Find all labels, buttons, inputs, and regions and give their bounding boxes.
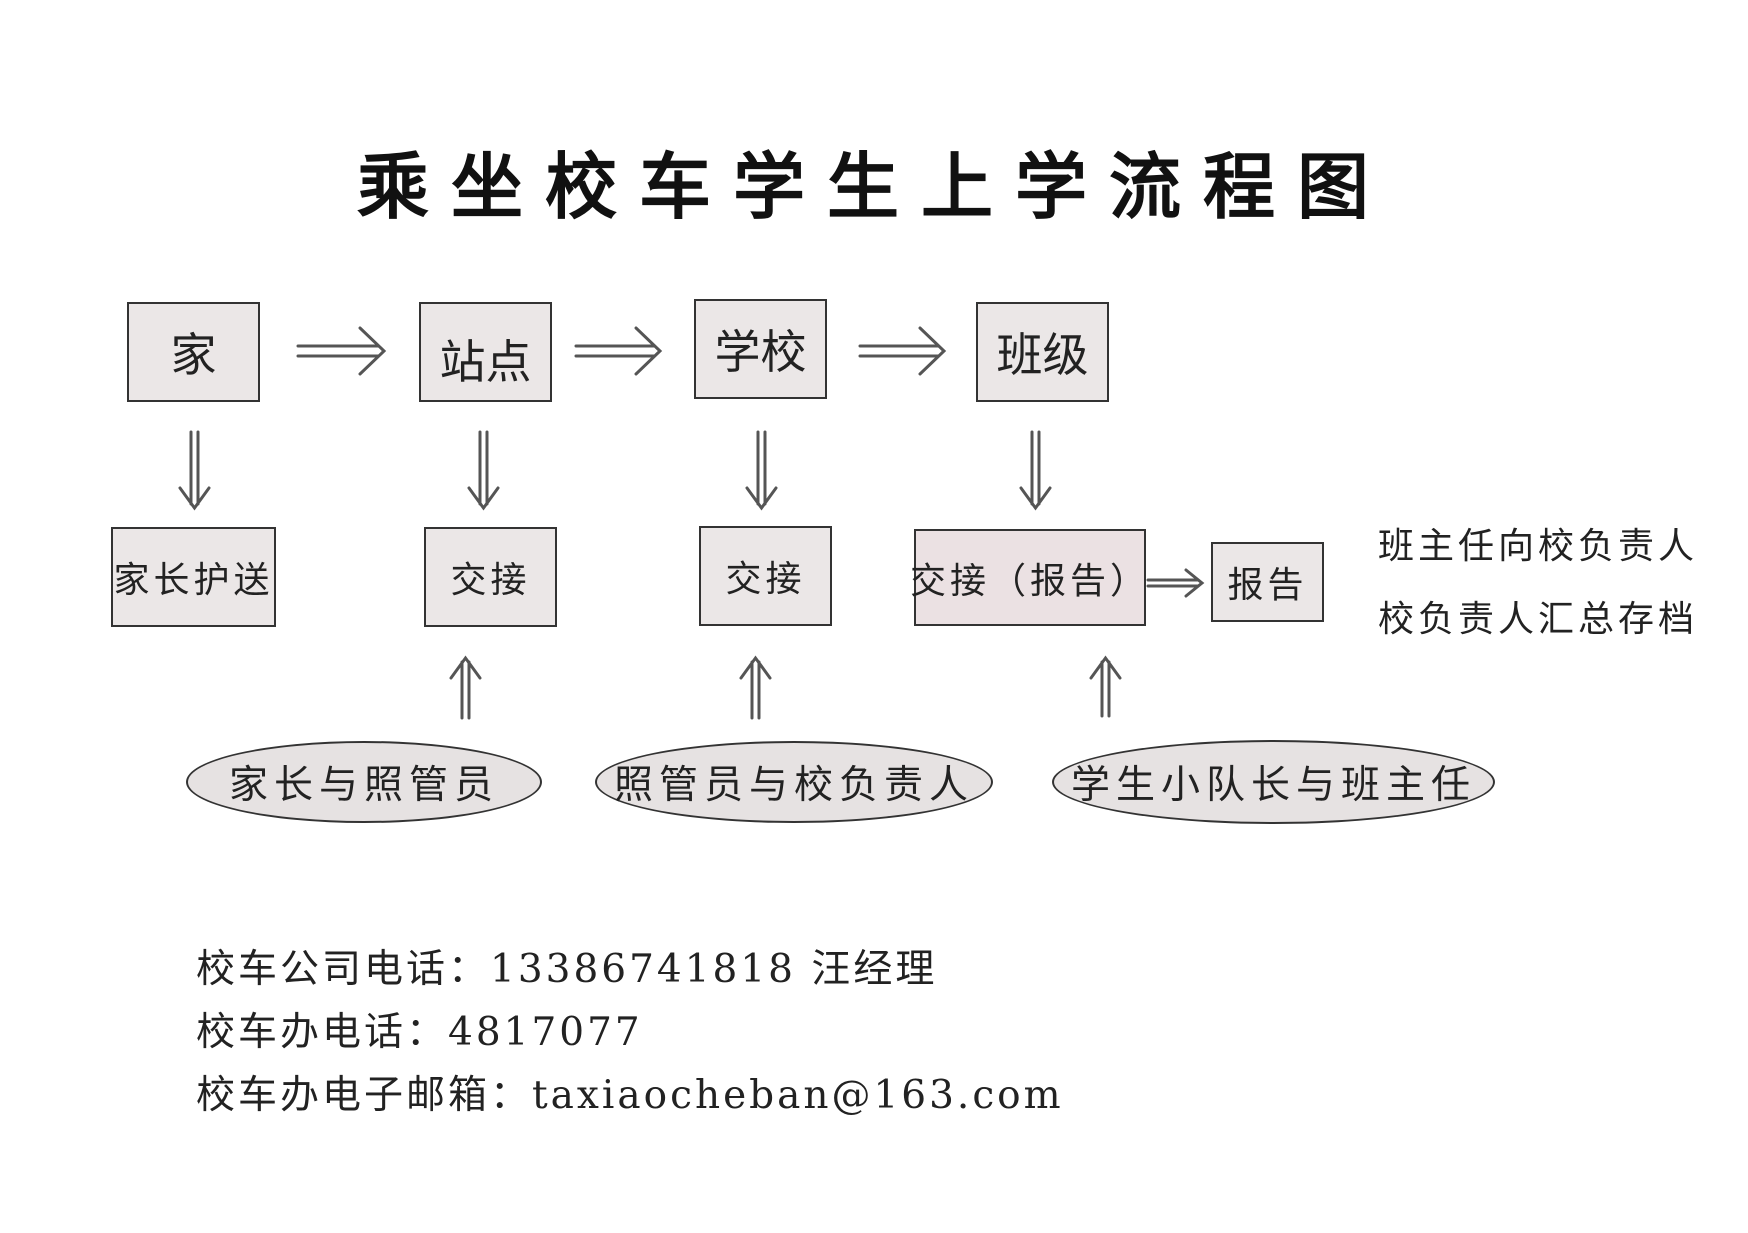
side-note-1: 班主任向校负责人 <box>1378 526 1699 567</box>
oval-student-leader-teacher: 学生小队长与班主任 <box>1052 740 1495 824</box>
contact-office-phone: 校车办电话：4817077 <box>196 1010 643 1055</box>
node-parent-escort: 家长护送 <box>111 527 276 627</box>
arrow-oval3-up <box>1089 655 1122 718</box>
node-report: 报告 <box>1211 542 1324 622</box>
arrow-oval2-up <box>739 655 772 720</box>
arrow-class-down <box>1019 430 1052 511</box>
arrow-stop-down <box>467 430 500 511</box>
arrow-school-down <box>745 430 778 511</box>
node-class: 班级 <box>976 302 1109 402</box>
arrow-stop-to-school <box>574 326 663 376</box>
page-title: 乘坐校车学生上学流程图 <box>356 144 1391 229</box>
contact-office-email: 校车办电子邮箱：taxiaocheban@163.com <box>196 1073 1064 1118</box>
node-handover-school: 交接 <box>699 526 832 626</box>
contact-company-phone: 校车公司电话：13386741818 汪经理 <box>196 947 938 992</box>
oval-caretaker-school-lead: 照管员与校负责人 <box>595 741 993 823</box>
node-bus-stop: 站点 <box>419 302 552 402</box>
node-home: 家 <box>127 302 260 402</box>
node-handover-report: 交接（报告） <box>910 529 1146 626</box>
oval-parent-caretaker: 家长与照管员 <box>186 741 542 823</box>
node-handover-stop: 交接 <box>424 527 557 627</box>
arrow-home-to-stop <box>296 326 387 376</box>
arrow-oval1-up <box>449 655 482 720</box>
node-school: 学校 <box>694 299 827 399</box>
arrow-handover-to-report <box>1146 568 1205 598</box>
arrow-home-down <box>178 430 211 511</box>
arrow-school-to-class <box>858 326 947 376</box>
side-note-2: 校负责人汇总存档 <box>1378 599 1699 640</box>
